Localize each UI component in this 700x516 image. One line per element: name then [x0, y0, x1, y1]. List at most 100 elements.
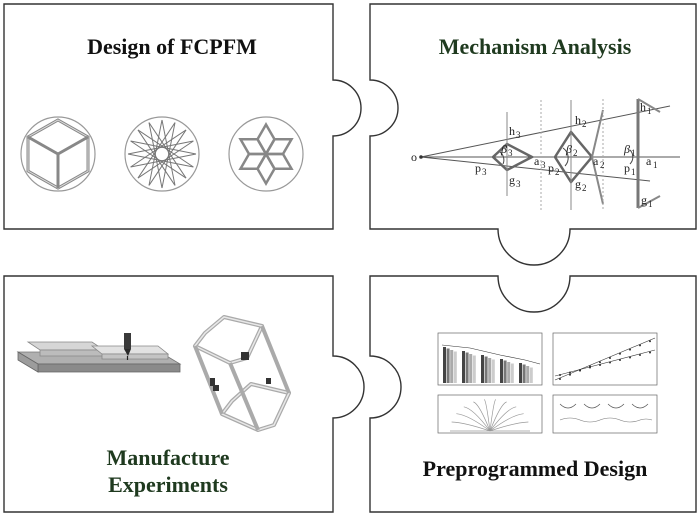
label-g3: g [509, 173, 515, 187]
mini-bar [484, 356, 488, 383]
label-a1: a [646, 154, 652, 168]
mini-point [559, 374, 561, 376]
label-h1-sub: 1 [647, 106, 652, 116]
star-segment [127, 153, 194, 168]
label-beta3: β [500, 142, 507, 156]
mini-plot-fan [437, 394, 543, 434]
mini-fan-curve [489, 413, 524, 432]
label-g2-sub: 2 [582, 183, 587, 193]
mini-bar [446, 348, 450, 383]
star-segment [137, 129, 194, 168]
mini-fan-curve [451, 421, 491, 432]
mini-plot-bar-chart [437, 332, 543, 386]
pattern-star [124, 116, 200, 192]
label-p1: p [624, 161, 630, 175]
label-a2: a [593, 154, 599, 168]
star-segment [130, 153, 197, 168]
rhombus-petal [238, 138, 269, 156]
star-segment [148, 129, 187, 186]
star-segment [148, 122, 187, 179]
pattern-cube [20, 116, 96, 192]
star-segment [137, 129, 176, 186]
mini-point [649, 340, 651, 343]
mini-bar [522, 364, 526, 383]
mini-fan-curve [456, 413, 491, 432]
mini-fan-curve [489, 421, 529, 432]
mini-point [579, 369, 581, 371]
mini-point [649, 351, 651, 354]
mini-plot-curves [552, 394, 658, 434]
panel-title-manufacture-line2: Experiments [108, 472, 228, 497]
label-h2-sub: 2 [582, 119, 587, 129]
mini-plot-scatter-lines [552, 332, 658, 386]
label-a3-sub: 3 [541, 160, 546, 170]
label-p2-sub: 2 [555, 167, 560, 177]
label-p2: p [548, 161, 554, 175]
label-g2: g [575, 177, 581, 191]
star-segment [137, 122, 176, 179]
mini-bar [443, 347, 446, 383]
label-beta1: β [623, 142, 630, 156]
mini-point [629, 348, 631, 351]
mini-bar [526, 366, 530, 383]
mini-fan-curve [489, 406, 517, 432]
star-segment [148, 119, 163, 186]
label-h3: h [509, 124, 515, 138]
mini-bar [529, 367, 533, 383]
mini-point [619, 359, 621, 361]
label-a3: a [534, 154, 540, 168]
label-h1: h [640, 100, 646, 114]
star-segment [130, 129, 187, 168]
label-p1-sub: 1 [631, 167, 636, 177]
mini-bar [469, 354, 473, 383]
label-p3: p [475, 161, 481, 175]
pattern-rhombus-star [228, 116, 304, 192]
mini-fan-curve [473, 401, 491, 432]
mini-bar [472, 355, 476, 383]
mini-point [639, 354, 641, 356]
mini-point [609, 361, 611, 364]
mini-bar [481, 355, 484, 383]
label-g1-sub: 1 [648, 199, 653, 209]
panel-title-manufacture-line1: Manufacture [106, 445, 229, 470]
label-h3-sub: 3 [516, 130, 521, 140]
mini-point [609, 357, 611, 359]
label-beta2-sub: 2 [573, 148, 578, 158]
label-a2-sub: 2 [600, 160, 605, 170]
puzzle-piece-bottom-left [3, 275, 365, 513]
star-segment [161, 122, 176, 189]
label-beta1-sub: 1 [631, 148, 636, 158]
label-p3-sub: 3 [482, 167, 487, 177]
label-h2: h [575, 113, 581, 127]
printer-bed-illustration [16, 341, 182, 373]
mini-bar [465, 352, 469, 383]
mini-point [599, 361, 601, 364]
mini-bar [503, 360, 507, 383]
label-o: o [411, 150, 417, 164]
mini-bar [450, 350, 454, 383]
mini-bar [500, 359, 503, 383]
label-a1-sub: 1 [653, 160, 658, 170]
mini-fan-curve [484, 399, 491, 432]
mini-bar [510, 363, 514, 383]
mini-fan-curve [489, 401, 507, 432]
label-beta2: β [565, 142, 572, 156]
star-segment [137, 140, 194, 179]
panel-title-mechanism: Mechanism Analysis [439, 34, 632, 59]
star-segment [161, 119, 176, 186]
mini-point [559, 378, 561, 380]
mini-fan-curve [463, 406, 491, 432]
label-beta3-sub: 3 [508, 148, 513, 158]
star-segment [148, 122, 163, 189]
mini-point [569, 373, 571, 376]
printed-hexagon-prism [193, 315, 291, 432]
mini-bar [462, 351, 465, 383]
mini-bar [519, 363, 522, 383]
mini-bar [488, 358, 492, 383]
star-segment [130, 140, 187, 179]
mechanism-diagram [419, 98, 680, 210]
mini-point [619, 352, 621, 355]
mini-point [639, 344, 641, 347]
label-g3-sub: 3 [516, 179, 521, 189]
